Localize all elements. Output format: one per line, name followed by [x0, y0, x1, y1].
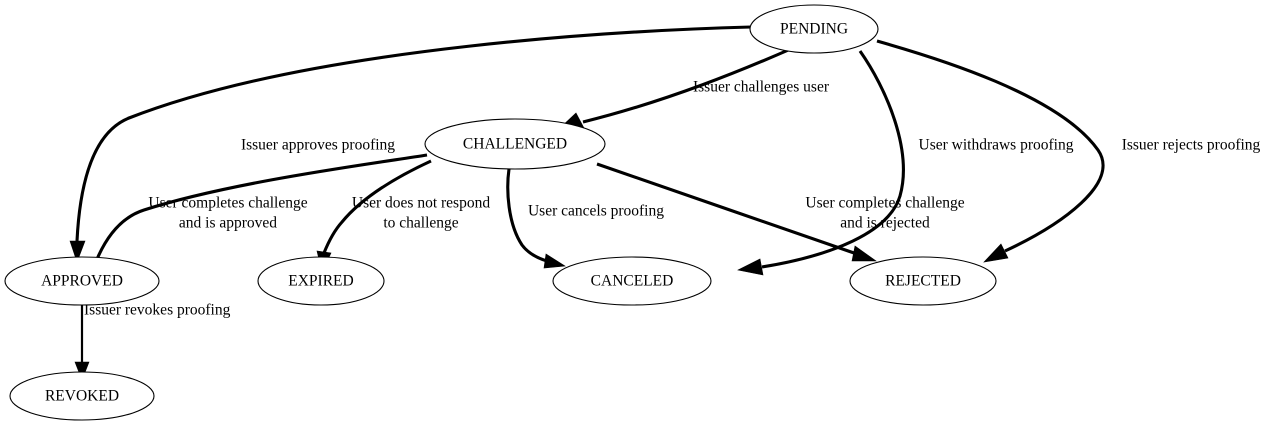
edge-path-pending-challenged	[582, 46, 794, 124]
edge-challenged-rejected[interactable]: User completes challenge and is rejected	[596, 162, 965, 262]
node-pending-shape	[749, 4, 879, 54]
node-rejected[interactable]: REJECTED	[849, 256, 997, 306]
node-approved-label: APPROVED	[41, 273, 123, 290]
edge-label-challenged-canceled: User cancels proofing	[528, 203, 664, 220]
node-revoked-label: REVOKED	[45, 388, 119, 405]
edge-label-challenged-expired-line2: to challenge	[383, 215, 458, 232]
arrowhead-approved-from-pending	[69, 240, 86, 263]
edge-label-pending-rejected: Issuer rejects proofing	[1122, 137, 1261, 154]
edge-path-pending-approved	[75, 25, 752, 242]
edge-label-challenged-rejected-line1: User completes challenge	[805, 195, 964, 212]
edge-challenged-approved[interactable]: User completes challenge and is approved	[87, 153, 428, 284]
node-pending[interactable]: PENDING	[749, 4, 879, 54]
edge-approved-revoked[interactable]: Issuer revokes proofing	[74, 302, 231, 381]
node-approved-shape	[4, 256, 160, 306]
node-pending-label: PENDING	[780, 21, 848, 38]
edge-path-challenged-approved	[93, 153, 428, 265]
edge-label-pending-approved: Issuer approves proofing	[241, 137, 395, 154]
node-rejected-label: REJECTED	[885, 273, 961, 290]
edge-label-challenged-expired-line1: User does not respond	[352, 195, 490, 212]
node-challenged-label: CHALLENGED	[463, 136, 567, 153]
node-challenged-shape	[424, 118, 606, 170]
edge-path-pending-rejected	[876, 39, 1105, 253]
edge-pending-canceled[interactable]: User withdraws proofing	[737, 50, 1074, 276]
edge-path-challenged-expired	[322, 159, 432, 254]
edge-challenged-canceled[interactable]: User cancels proofing	[506, 168, 664, 269]
edge-label-pending-challenged: Issuer challenges user	[693, 79, 830, 96]
arrowhead-canceled-from-challenged	[543, 253, 566, 269]
edge-challenged-expired[interactable]: User does not respond to challenge	[316, 159, 490, 273]
arrowhead-canceled-from-pending	[737, 258, 764, 276]
node-expired-label: EXPIRED	[288, 273, 353, 290]
node-canceled-shape	[552, 256, 712, 306]
node-canceled-label: CANCELED	[591, 273, 674, 290]
node-revoked-shape	[9, 371, 155, 421]
node-expired[interactable]: EXPIRED	[257, 256, 385, 306]
node-expired-shape	[257, 256, 385, 306]
arrowhead-revoked-from-approved	[74, 361, 90, 381]
node-approved[interactable]: APPROVED	[4, 256, 160, 306]
edge-path-pending-canceled	[761, 50, 905, 269]
arrowhead-rejected-from-challenged	[851, 245, 877, 262]
edge-label-pending-canceled: User withdraws proofing	[919, 137, 1074, 154]
edge-path-challenged-rejected	[596, 162, 855, 255]
edge-label-challenged-rejected-line2: and is rejected	[840, 215, 930, 232]
node-rejected-shape	[849, 256, 997, 306]
node-revoked[interactable]: REVOKED	[9, 371, 155, 421]
edge-label-challenged-approved-line1: User completes challenge	[148, 195, 307, 212]
edge-pending-challenged[interactable]: Issuer challenges user	[559, 46, 830, 131]
node-challenged[interactable]: CHALLENGED	[424, 118, 606, 170]
node-canceled[interactable]: CANCELED	[552, 256, 712, 306]
edge-label-approved-revoked: Issuer revokes proofing	[84, 302, 231, 319]
arrowhead-rejected-from-pending	[983, 243, 1009, 263]
edge-label-challenged-approved-line2: and is approved	[179, 215, 277, 232]
edge-pending-approved[interactable]: Issuer approves proofing	[69, 25, 752, 263]
edge-pending-rejected[interactable]: Issuer rejects proofing	[876, 39, 1261, 263]
edge-path-challenged-canceled	[506, 168, 548, 263]
